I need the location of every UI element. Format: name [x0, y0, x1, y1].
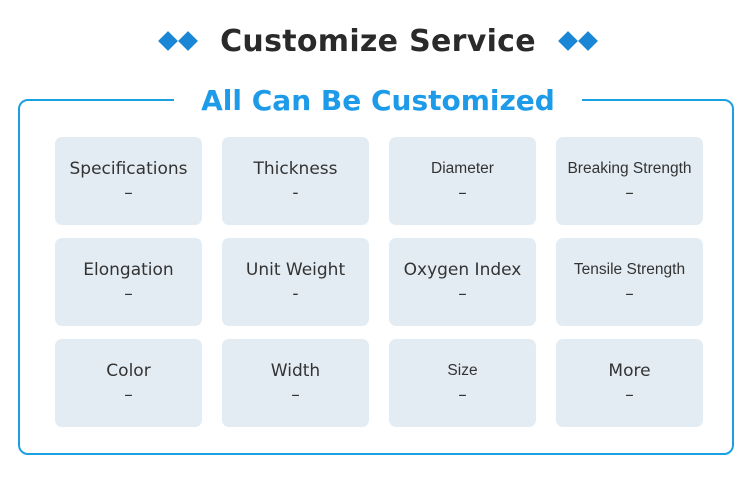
option-card-unit-weight: Unit Weight -: [222, 238, 369, 326]
option-value: –: [625, 284, 634, 304]
header: Customize Service: [0, 18, 756, 64]
page-title: Customize Service: [220, 23, 536, 59]
panel-title: All Can Be Customized: [174, 82, 582, 120]
option-label: Specifications: [69, 159, 188, 179]
option-value: -: [292, 284, 299, 304]
option-value: -: [292, 183, 299, 203]
option-card-more: More –: [556, 339, 703, 427]
option-value: –: [458, 385, 467, 405]
option-card-elongation: Elongation –: [55, 238, 202, 326]
option-card-breaking-strength: Breaking Strength –: [556, 137, 703, 225]
option-label: Breaking Strength: [567, 160, 692, 177]
option-label: Size: [447, 362, 478, 379]
option-label: Tensile Strength: [573, 261, 686, 278]
option-value: –: [625, 385, 634, 405]
option-label: Unit Weight: [245, 260, 346, 280]
diamond-pair-icon: [158, 31, 198, 51]
option-value: –: [458, 284, 467, 304]
option-label: Width: [270, 361, 321, 381]
option-card-size: Size –: [389, 339, 536, 427]
option-card-specifications: Specifications –: [55, 137, 202, 225]
option-card-oxygen-index: Oxygen Index –: [389, 238, 536, 326]
option-card-color: Color –: [55, 339, 202, 427]
option-card-diameter: Diameter –: [389, 137, 536, 225]
option-card-width: Width –: [222, 339, 369, 427]
option-label: More: [608, 361, 651, 381]
option-card-tensile-strength: Tensile Strength –: [556, 238, 703, 326]
diamond-pair-icon: [557, 31, 598, 51]
option-value: –: [291, 385, 300, 405]
option-label: Thickness: [253, 159, 338, 179]
option-label: Diameter: [431, 160, 494, 177]
options-grid: Specifications – Thickness - Diameter – …: [55, 137, 703, 427]
option-value: –: [124, 385, 133, 405]
option-label: Oxygen Index: [403, 260, 522, 280]
option-card-thickness: Thickness -: [222, 137, 369, 225]
option-value: –: [124, 183, 133, 203]
option-label: Color: [106, 361, 151, 381]
option-value: –: [458, 183, 467, 203]
option-label: Elongation: [83, 260, 174, 280]
option-value: –: [625, 183, 634, 203]
option-value: –: [124, 284, 133, 304]
